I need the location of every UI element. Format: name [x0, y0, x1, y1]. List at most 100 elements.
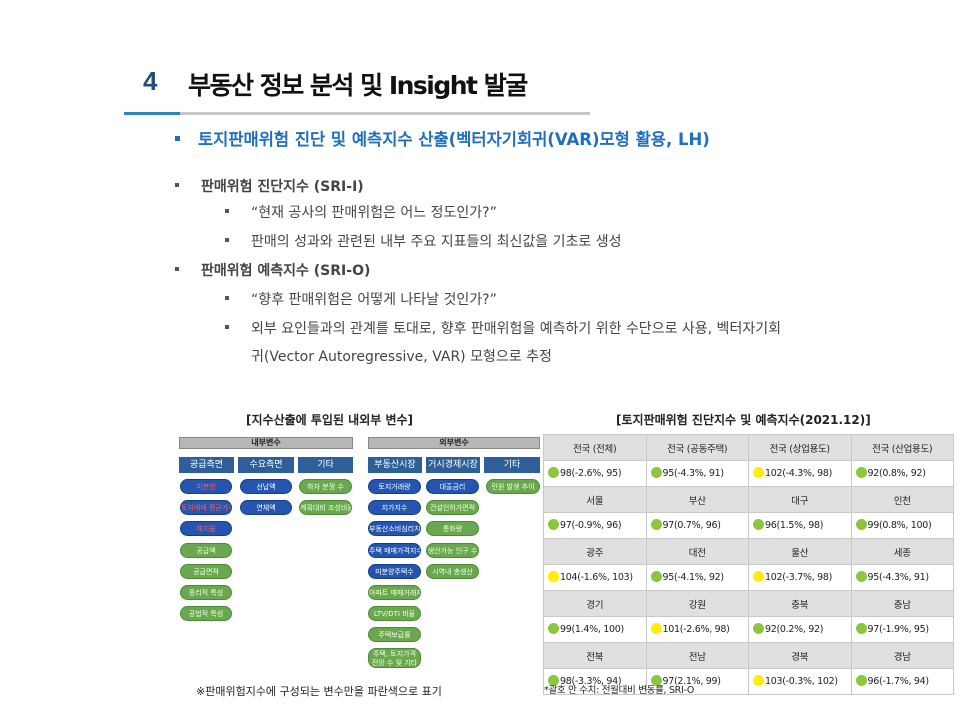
variable-pill: 공법적 특성	[180, 606, 232, 621]
yellow-status-dot-icon	[753, 571, 764, 582]
variable-pill: 주택보급률	[368, 627, 421, 642]
region-header-cell: 울산	[748, 538, 852, 565]
region-header-cell: 전국 (상업용도)	[748, 434, 852, 461]
region-header-cell: 경북	[748, 642, 852, 669]
index-value-cell: 97(-1.9%, 95)	[850, 616, 954, 643]
list-item: 판매의 성과와 관련된 내부 주요 지표들의 최신값을 기초로 생성	[225, 231, 621, 251]
yellow-status-dot-icon	[650, 623, 662, 634]
green-status-dot-icon	[650, 571, 662, 582]
region-header-cell: 강원	[645, 590, 749, 617]
bullet-square-icon	[225, 296, 229, 300]
variable-pill: 해지율	[180, 521, 232, 536]
variable-pill: 연체액	[240, 500, 292, 515]
variable-pill: 건설인허가면적	[426, 500, 479, 515]
region-header-cell: 대전	[645, 538, 749, 565]
index-value-text: 102(-3.7%, 98)	[765, 572, 833, 583]
variable-pill: 민원 발생 추이	[486, 479, 540, 494]
index-value-cell: 99(1.4%, 100)	[543, 616, 647, 643]
table-row: 104(-1.6%, 103) 95(-4.1%, 92) 102(-3.7%, 9…	[543, 564, 954, 591]
variable-pill: 부동산소비심리지수	[368, 521, 421, 536]
green-status-dot-icon	[753, 519, 764, 530]
index-value-text: 98(-3.3%, 94)	[560, 676, 622, 687]
index-value-text: 96(1.5%, 98)	[765, 520, 824, 531]
bullet-square-icon	[175, 136, 180, 141]
variable-pill: 하자 분쟁 수	[299, 479, 352, 494]
green-status-dot-icon	[650, 467, 662, 478]
green-status-dot-icon	[855, 623, 867, 634]
category-supply: 공급측면	[179, 457, 234, 473]
bullet-square-icon	[225, 209, 229, 213]
left-figure-caption: [지수산출에 투입된 내외부 변수]	[246, 413, 414, 427]
bullet-square-icon	[175, 267, 179, 271]
risk-index-table: 전국 (전체)전국 (공동주택)전국 (상업용도)전국 (산업용도)98(-2.…	[543, 434, 954, 695]
region-header-cell: 부산	[645, 486, 749, 513]
variable-pill: 선납액	[240, 479, 292, 494]
right-table-caption: [토지판매위험 진단지수 및 예측지수(2021.12)]	[616, 413, 871, 427]
index-value-cell: 92(0.2%, 92)	[748, 616, 852, 643]
index-value-cell: 102(-4.3%, 98)	[748, 460, 852, 487]
green-status-dot-icon	[650, 519, 662, 530]
list-item: 외부 요인들과의 관계를 토대로, 향후 판매위험을 예측하기 위한 수단으로 …	[225, 318, 781, 338]
variable-pill: 지가지수	[368, 500, 421, 515]
external-variables-header: 외부변수	[368, 437, 540, 449]
variable-pill: 토지매매 평균가격	[180, 500, 232, 515]
region-header-cell: 세종	[850, 538, 954, 565]
index-value-cell: 96(-1.7%, 94)	[850, 668, 954, 695]
variable-pill: 토지거래량	[368, 479, 421, 494]
table-header-row: 전국 (전체)전국 (공동주택)전국 (상업용도)전국 (산업용도)	[543, 434, 954, 461]
table-row: 98(-2.6%, 95) 95(-4.3%, 91)102(-4.3%, 98)…	[543, 460, 954, 487]
list-item-text: 판매의 성과와 관련된 내부 주요 지표들의 최신값을 기초로 생성	[251, 234, 622, 250]
green-status-dot-icon	[548, 519, 559, 530]
index-value-text: 101(-2.6%, 98)	[662, 624, 730, 635]
region-header-cell: 경기	[543, 590, 647, 617]
green-status-dot-icon	[753, 623, 764, 634]
index-value-text: 95(-4.1%, 92)	[662, 572, 725, 583]
index-value-cell: 98(-2.6%, 95)	[543, 460, 647, 487]
green-status-dot-icon	[855, 467, 867, 478]
index-value-cell: 98(-3.3%, 94)	[543, 668, 647, 695]
index-value-cell: 103(-0.3%, 102)	[748, 668, 852, 695]
index-value-text: 104(-1.6%, 103)	[560, 572, 633, 583]
slide-number: 4	[143, 66, 158, 96]
yellow-status-dot-icon	[753, 675, 764, 686]
index-value-cell: 95(-4.3%, 91)	[645, 460, 749, 487]
internal-variables-header: 내부변수	[179, 437, 353, 449]
yellow-status-dot-icon	[753, 467, 764, 478]
index-value-cell: 99(0.8%, 100)	[850, 512, 954, 539]
section-title: 판매위험 진단지수 (SRI-I)	[201, 179, 364, 195]
index-value-cell: 104(-1.6%, 103)	[543, 564, 647, 591]
index-value-text: 97(2.1%, 99)	[662, 676, 721, 687]
region-header-cell: 전북	[543, 642, 647, 669]
index-value-cell: 101(-2.6%, 98)	[645, 616, 749, 643]
region-header-cell: 서울	[543, 486, 647, 513]
table-row: 99(1.4%, 100) 101(-2.6%, 98) 92(0.2%, 92)9…	[543, 616, 954, 643]
region-header-cell: 광주	[543, 538, 647, 565]
bullet-square-icon	[225, 238, 229, 242]
index-value-text: 99(1.4%, 100)	[560, 624, 624, 635]
variable-pill: 중리적 특성	[180, 585, 232, 600]
index-value-text: 99(0.8%, 100)	[867, 520, 932, 531]
table-row: 97(-0.9%, 96)97(0.7%, 96)96(1.5%, 98)99(…	[543, 512, 954, 539]
index-value-text: 103(-0.3%, 102)	[765, 676, 838, 687]
list-item-continuation: 귀(Vector Autoregressive, VAR) 모형으로 추정	[251, 349, 552, 365]
variable-pill: 대출금리	[426, 479, 479, 494]
index-value-cell: 102(-3.7%, 98)	[748, 564, 852, 591]
index-value-cell: 97(0.7%, 96)	[645, 512, 749, 539]
variable-pill: LTV/DTI 비율	[368, 606, 421, 621]
index-value-text: 98(-2.6%, 95)	[560, 468, 622, 479]
region-header-cell: 전국 (공동주택)	[645, 434, 749, 461]
index-value-cell: 95(-4.1%, 92)	[645, 564, 749, 591]
list-item: “향후 판매위험은 어떻게 나타날 것인가?”	[225, 289, 497, 309]
index-value-cell: 95(-4.3%, 91)	[850, 564, 954, 591]
headline: 토지판매위험 진단 및 예측지수 산출(벡터자기회귀(VAR)모형 활용, LH…	[175, 126, 710, 150]
green-status-dot-icon	[855, 675, 867, 686]
list-item-text: 외부 요인들과의 관계를 토대로, 향후 판매위험을 예측하기 위한 수단으로 …	[251, 321, 781, 337]
list-item-text: “현재 공사의 판매위험은 어느 정도인가?”	[251, 205, 497, 221]
headline-text: 토지판매위험 진단 및 예측지수 산출(벡터자기회귀(VAR)모형 활용, LH…	[198, 130, 710, 149]
variable-pill: 계획대비 조성비율	[299, 500, 352, 515]
index-value-text: 96(-1.7%, 94)	[867, 676, 930, 687]
region-header-cell: 전국 (전체)	[543, 434, 647, 461]
table-row: 98(-3.3%, 94) 97(2.1%, 99) 103(-0.3%, 102)…	[543, 668, 954, 695]
region-header-cell: 대구	[748, 486, 852, 513]
